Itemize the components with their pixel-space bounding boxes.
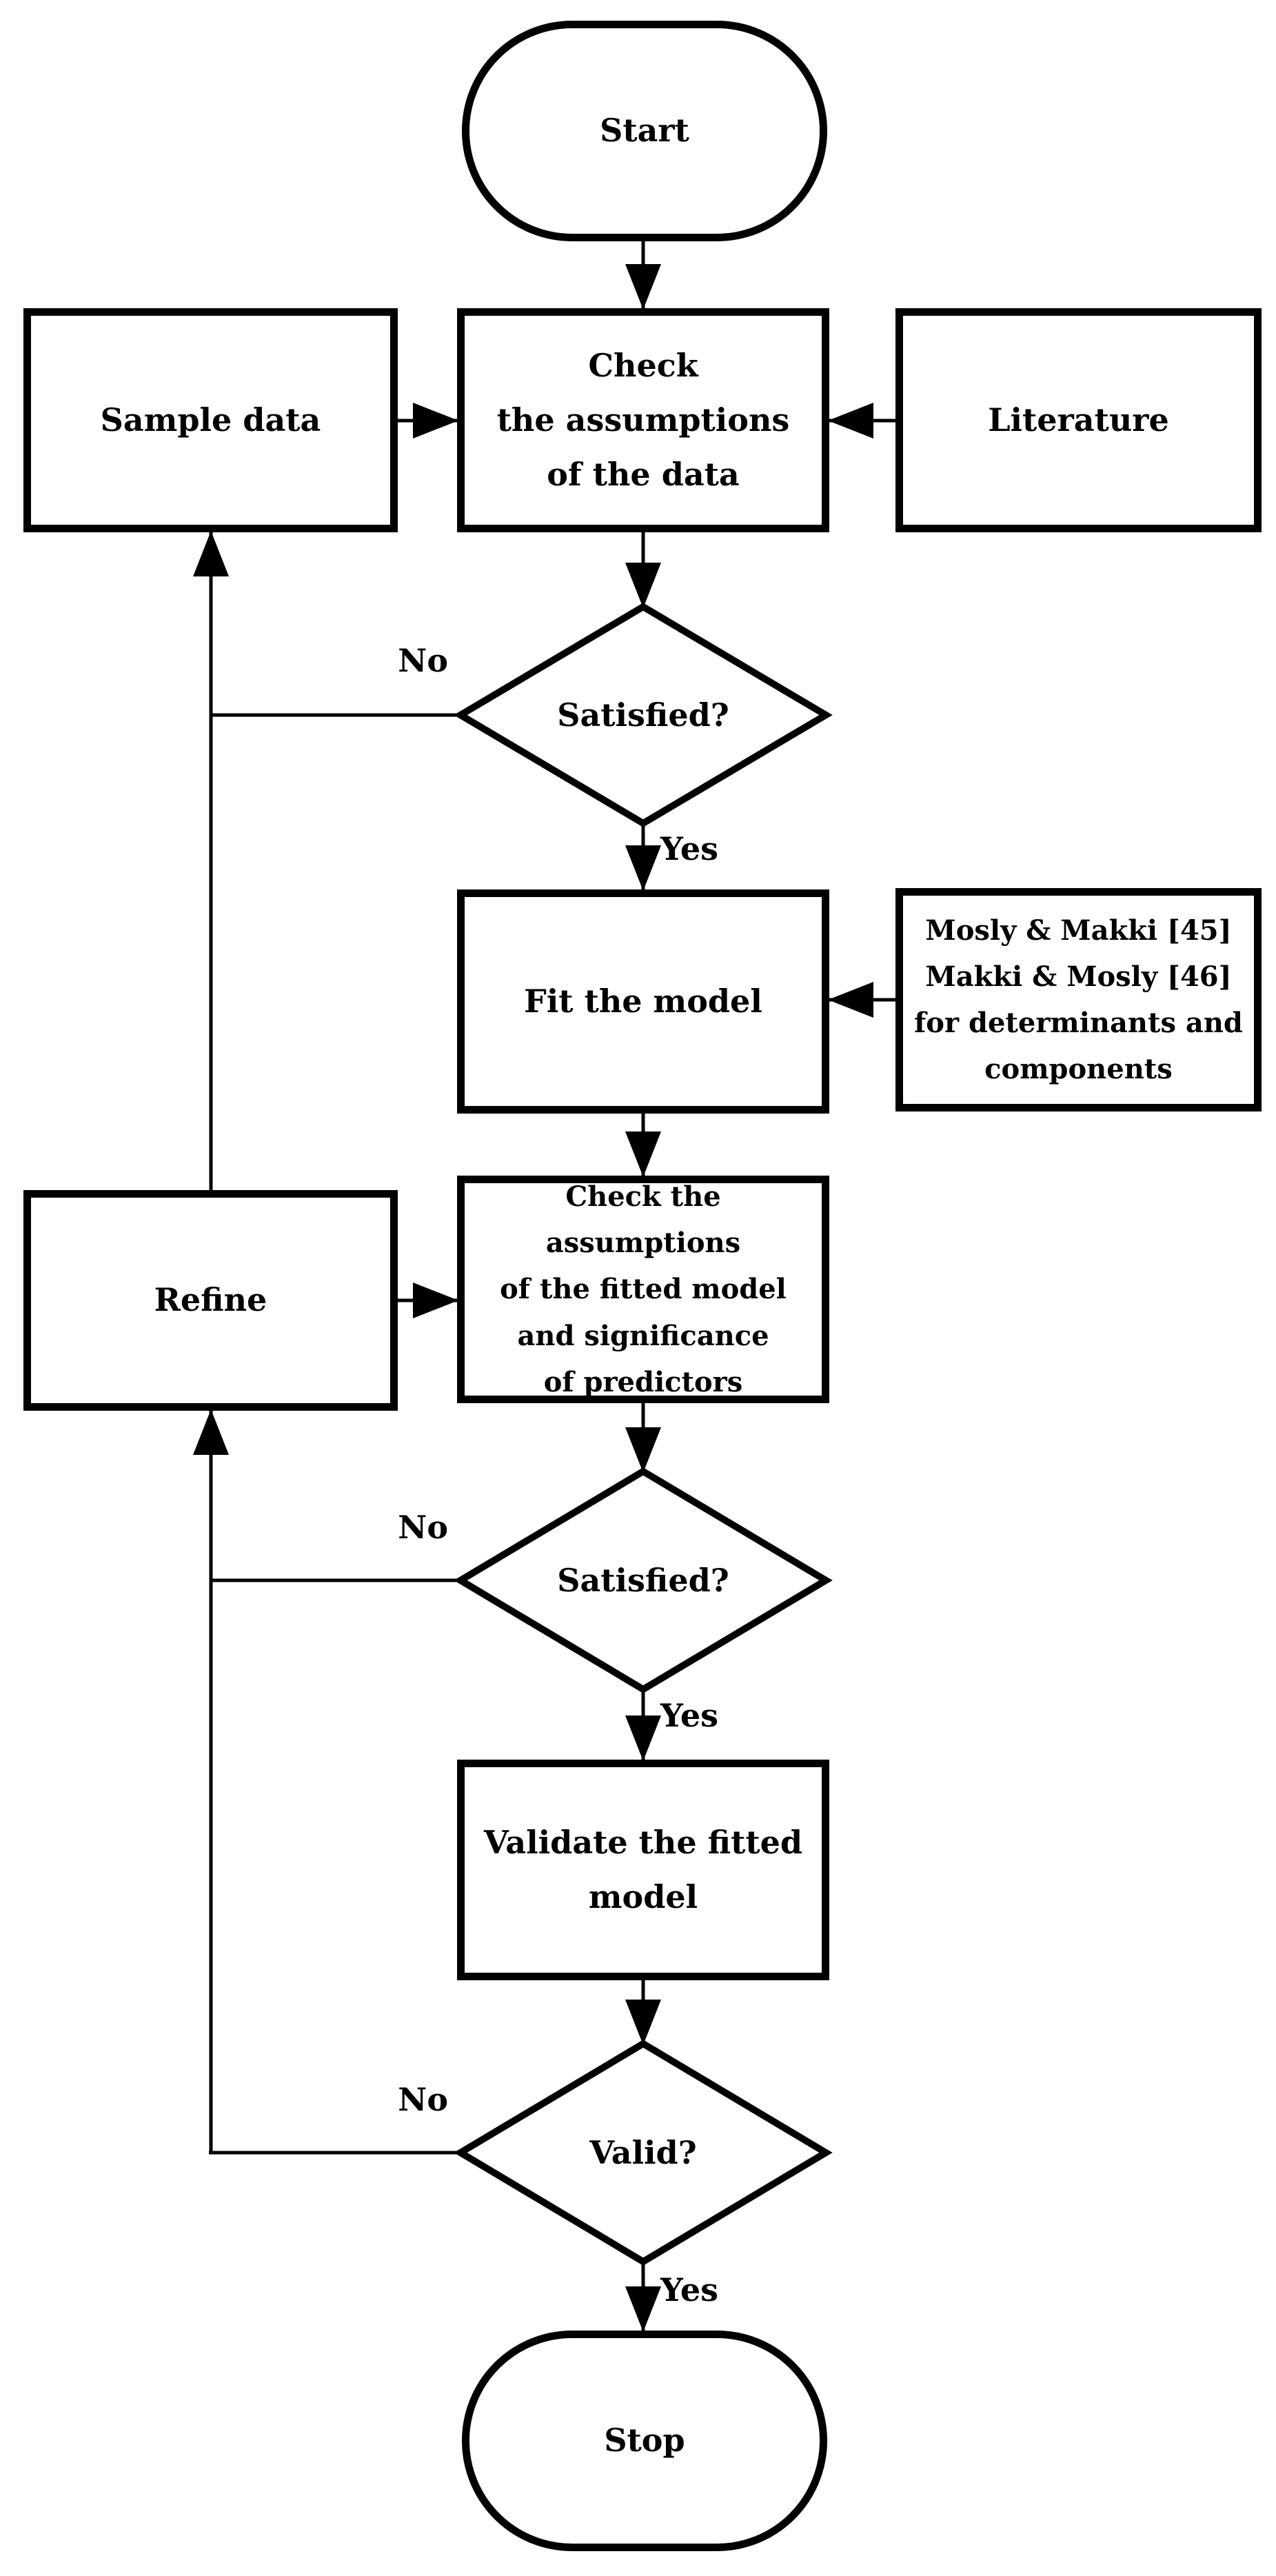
node-stop-label: Stop (604, 2422, 685, 2459)
node-literature: Literature (895, 308, 1262, 532)
node-check-fitted-label: Check the assumptions of the fitted mode… (500, 1180, 787, 1398)
node-start-label: Start (600, 112, 689, 150)
decision-valid-shape (454, 2040, 833, 2266)
node-check-fitted: Check the assumptions of the fitted mode… (457, 1176, 829, 1403)
decision-valid-label: Valid? (589, 2134, 697, 2171)
edge-label-yes-2: Yes (660, 1697, 719, 1734)
node-stop: Stop (462, 2331, 827, 2551)
node-check-assumptions-label: Check the assumptions of the data (496, 346, 790, 494)
node-sample-data: Sample data (23, 308, 398, 532)
node-validate-label: Validate the fitted model (483, 1823, 803, 1915)
edge-label-no-1: No (398, 642, 448, 679)
node-refine-label: Refine (154, 1281, 267, 1319)
decision-satisfied-2-label: Satisfied? (557, 1562, 729, 1599)
decision-satisfied-1-shape (454, 603, 833, 827)
decision-satisfied-1-label: Satisfied? (557, 696, 729, 734)
node-check-assumptions: Check the assumptions of the data (457, 308, 829, 532)
node-references-label: Mosly & Makki [45] Makki & Mosly [46] fo… (914, 914, 1243, 1086)
node-refine: Refine (23, 1190, 398, 1411)
edge-label-no-3: No (398, 2081, 448, 2118)
node-sample-data-label: Sample data (100, 401, 321, 439)
decision-satisfied-2-shape (454, 1467, 833, 1693)
node-fit-model: Fit the model (457, 889, 829, 1114)
edge-label-yes-3: Yes (660, 2271, 719, 2308)
node-validate: Validate the fitted model (457, 1760, 829, 1980)
node-literature-label: Literature (988, 401, 1169, 439)
node-start: Start (462, 21, 827, 241)
edge-label-no-2: No (398, 1509, 448, 1546)
edge-label-yes-1: Yes (660, 830, 719, 867)
node-fit-model-label: Fit the model (524, 982, 762, 1020)
node-references: Mosly & Makki [45] Makki & Mosly [46] fo… (895, 888, 1262, 1111)
